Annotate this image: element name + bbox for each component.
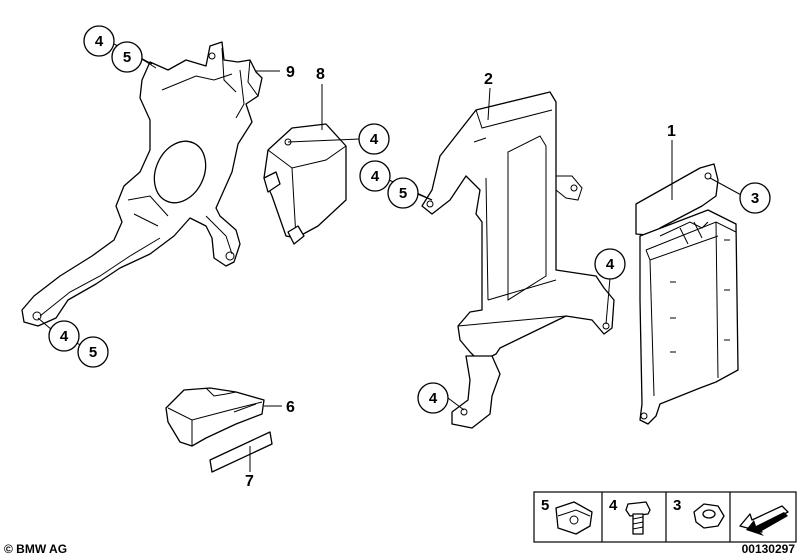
hex-nut-icon (693, 503, 725, 529)
legend-number-4: 4 (609, 497, 618, 514)
svg-text:4: 4 (429, 390, 438, 407)
antenna-module-part-6[interactable] (165, 387, 265, 447)
callout-5-holder-left: 5 (387, 177, 419, 209)
callout-5-bracket-top: 5 (111, 41, 143, 73)
svg-text:4: 4 (370, 131, 379, 148)
callout-3-control-unit: 3 (739, 182, 771, 214)
copyright-label: © BMW AG (4, 542, 67, 556)
svg-text:4: 4 (371, 168, 380, 185)
callout-4-holder-right: 4 (594, 248, 626, 280)
svg-text:3: 3 (751, 190, 759, 207)
bolt-icon (625, 501, 651, 535)
module-part-8[interactable] (263, 123, 347, 245)
adhesive-pad-part-7[interactable] (209, 431, 273, 473)
callout-5-bracket-bottom: 5 (77, 336, 109, 368)
callout-4-module: 4 (358, 123, 390, 155)
svg-text:5: 5 (89, 344, 97, 361)
callout-4-bracket-top: 4 (83, 25, 115, 57)
bracket-part-9[interactable] (21, 41, 263, 327)
callout-4-bracket-bottom: 4 (48, 320, 80, 352)
svg-text:5: 5 (123, 49, 131, 66)
legend-number-5: 5 (541, 497, 549, 514)
callout-4-holder-left: 4 (359, 160, 391, 192)
part-label-1: 1 (667, 123, 676, 140)
part-label-9: 9 (286, 64, 295, 81)
svg-text:5: 5 (399, 185, 407, 202)
drawing-number: 00130297 (742, 542, 796, 556)
part-label-2: 2 (484, 71, 493, 88)
clip-nut-icon (555, 501, 593, 535)
leader-lines (37, 43, 744, 472)
svg-text:4: 4 (95, 33, 104, 50)
control-unit-part-1[interactable] (635, 163, 739, 425)
direction-arrow-icon (739, 505, 789, 536)
part-label-6: 6 (286, 399, 295, 416)
part-label-8: 8 (316, 66, 325, 83)
svg-text:4: 4 (60, 328, 69, 345)
part-label-7: 7 (245, 473, 254, 490)
fastener-legend: 5 4 3 (533, 491, 797, 543)
svg-text:4: 4 (606, 256, 615, 273)
legend-number-3: 3 (673, 497, 681, 514)
holder-part-2[interactable] (421, 91, 615, 429)
callout-4-holder-bottom: 4 (417, 382, 449, 414)
